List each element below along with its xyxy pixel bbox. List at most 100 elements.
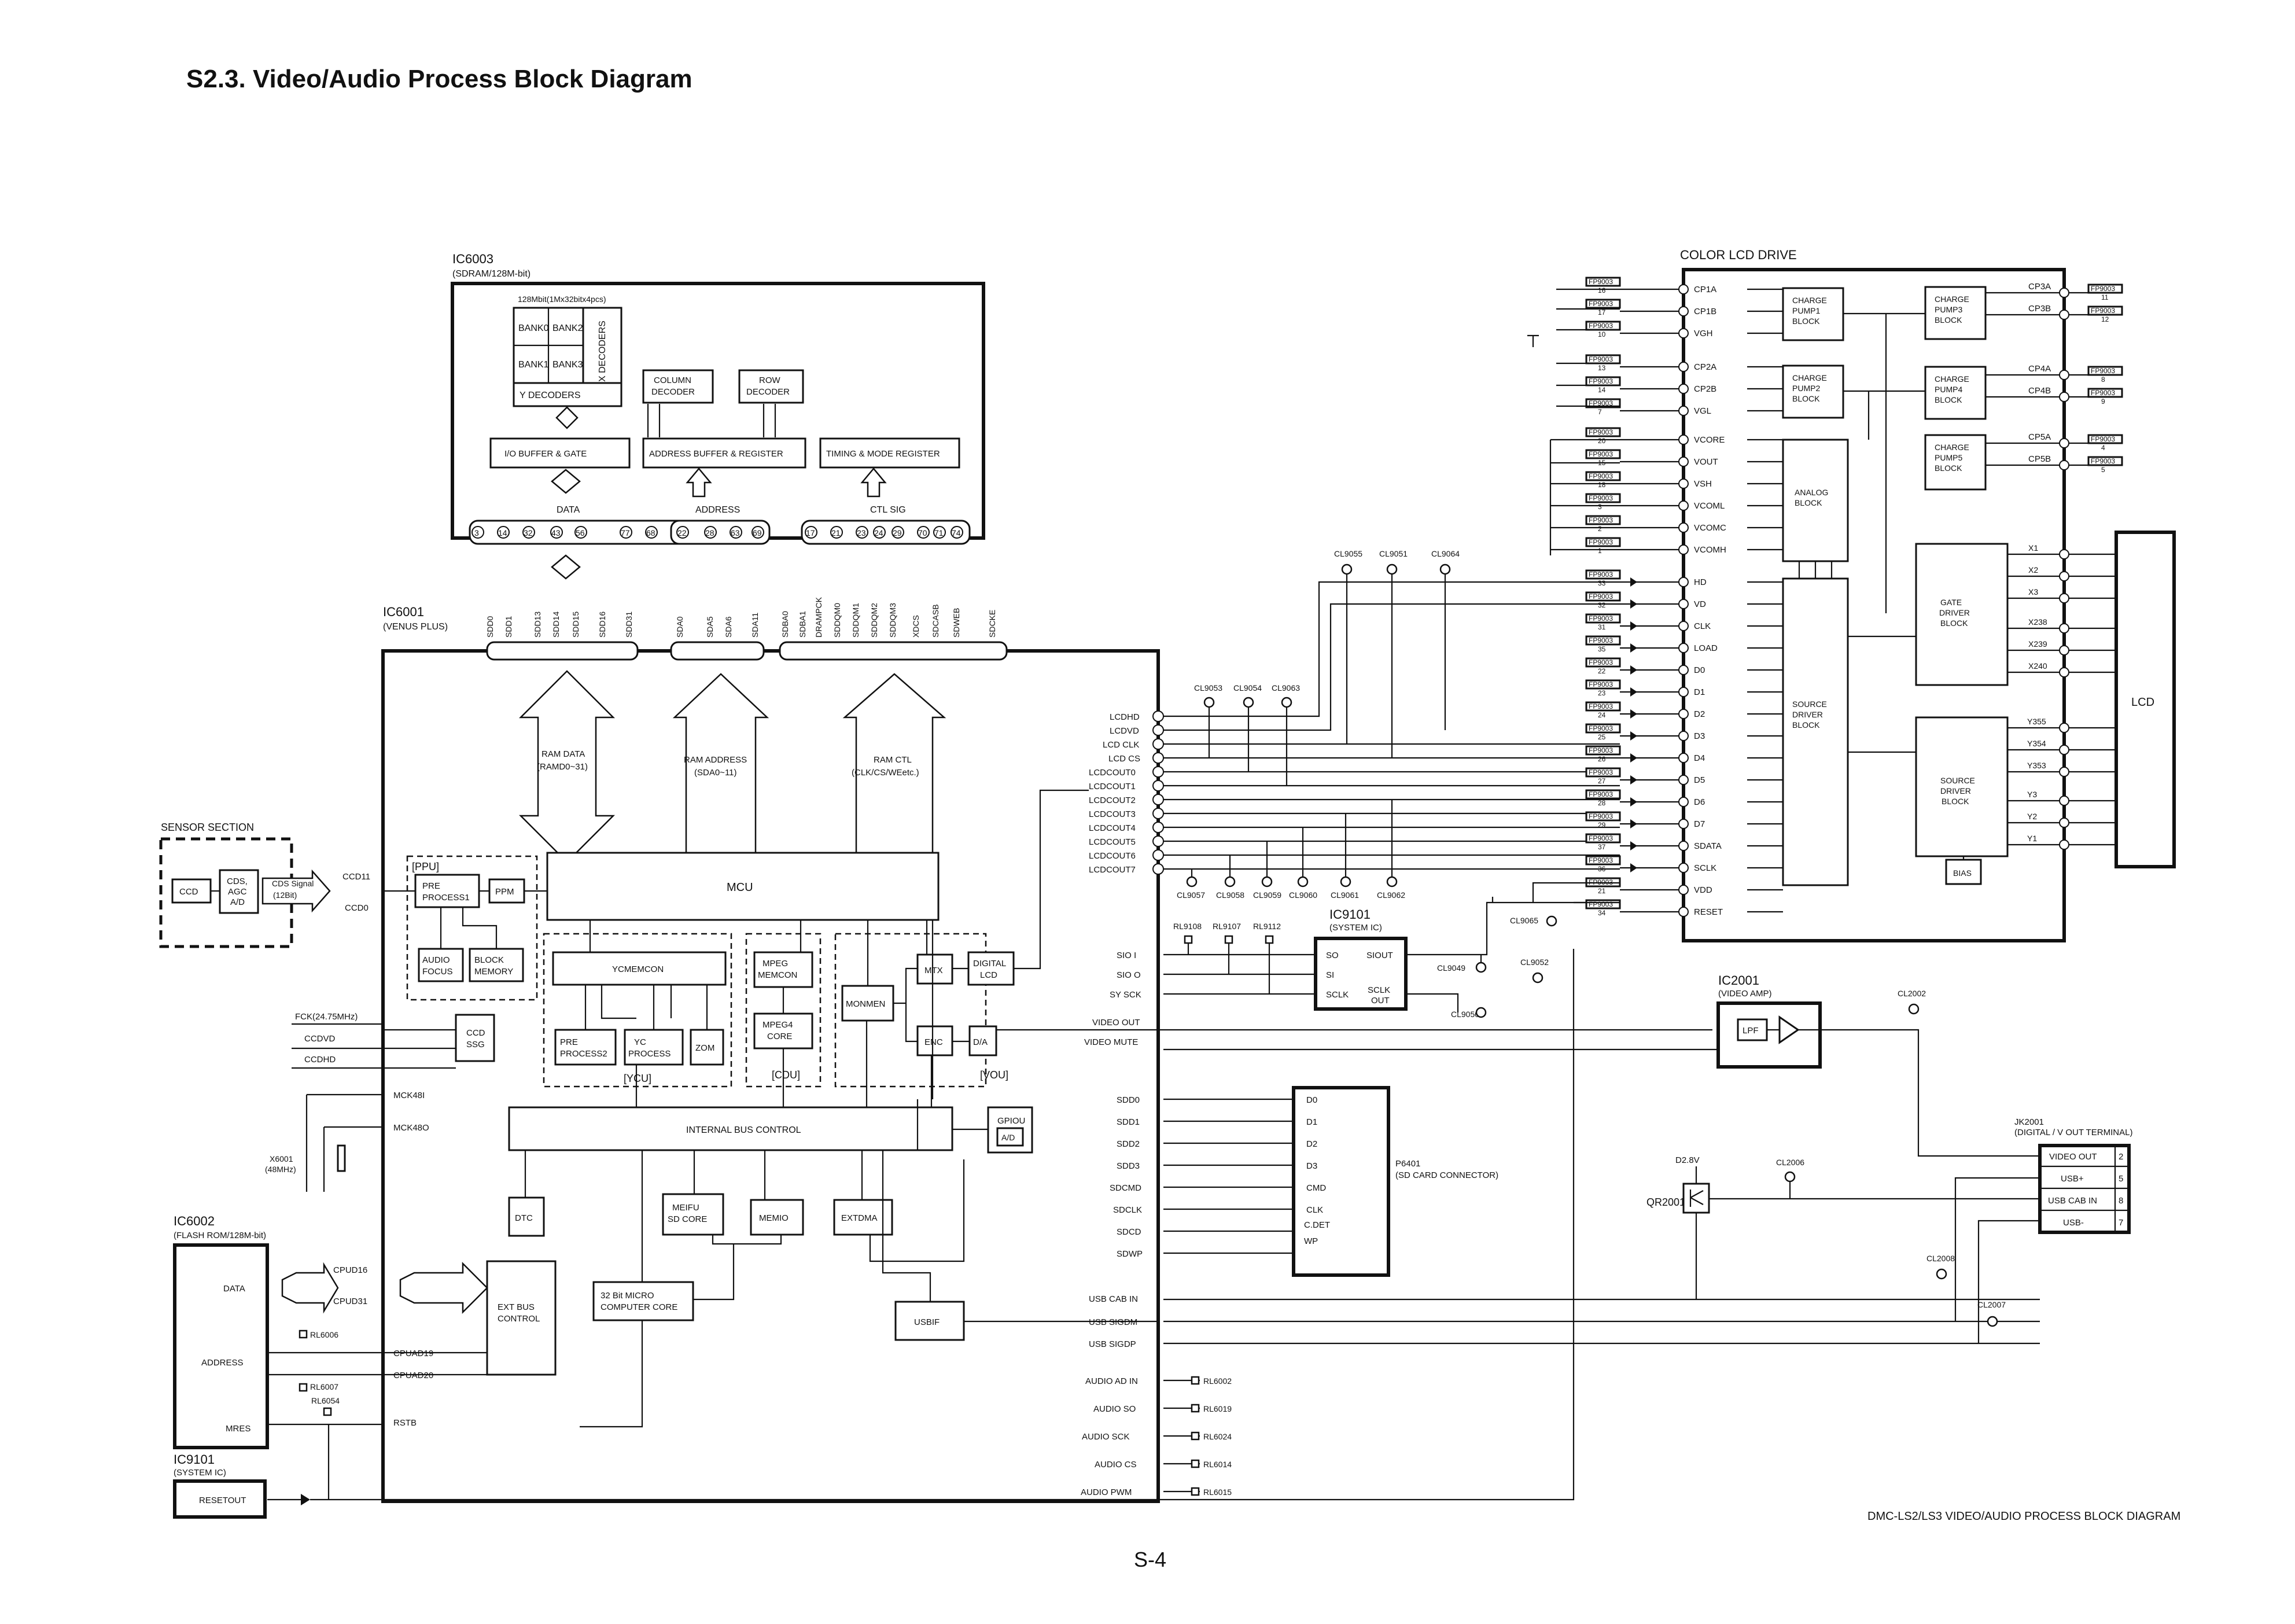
fp-pin-number: 5 <box>2101 466 2105 474</box>
gpiou: GPIOU <box>997 1116 1025 1126</box>
fp9003-label: FP9003 <box>1589 592 1613 601</box>
ppm: PPM <box>495 887 514 897</box>
svg-text:CL9052: CL9052 <box>1520 958 1549 967</box>
svg-text:SDD31: SDD31 <box>624 612 633 638</box>
fp-pin-number: 12 <box>2101 315 2109 323</box>
lcd-drive-signal: CLK <box>1694 621 1711 631</box>
lcd-drive-signal: D2 <box>1694 709 1705 719</box>
mpeg-memcon: MPEG <box>762 959 788 968</box>
fp9003-label: FP9003 <box>1589 428 1613 436</box>
ccdhd-signal: CCDHD <box>304 1055 336 1065</box>
svg-text:CL9050: CL9050 <box>1451 1010 1479 1019</box>
source-driver-block-2: SOURCE <box>1940 776 1975 785</box>
svg-text:PUMP5: PUMP5 <box>1935 453 1962 462</box>
fp9003-label: FP9003 <box>1589 724 1613 732</box>
svg-text:RL6054: RL6054 <box>311 1396 340 1405</box>
svg-text:7: 7 <box>2119 1218 2123 1228</box>
sclk-out-pin: SCLK <box>1368 985 1390 995</box>
fp-pin-number: 16 <box>1598 286 1606 294</box>
fp-pin-number: 28 <box>1598 799 1606 807</box>
bank3: BANK3 <box>552 360 583 370</box>
y-decoders: Y DECODERS <box>520 391 581 400</box>
fp-pin-number: 2 <box>1598 525 1602 533</box>
source-output-pin <box>2059 723 2069 733</box>
fp-pin-number: 26 <box>1598 755 1606 763</box>
svg-text:BLOCK: BLOCK <box>1935 395 1962 404</box>
ic6001-top-signals: SDD0 SDD1 SDD13 SDD14 SDD15 SDD16 SDD31 … <box>485 596 997 638</box>
cp-output-pin <box>2059 288 2069 298</box>
ram-data-sub: (RAMD0~31) <box>537 762 588 772</box>
svg-text:CL9063: CL9063 <box>1272 683 1300 693</box>
fp9003-label: FP9003 <box>1589 702 1613 710</box>
fp-pin-number: 21 <box>1598 887 1606 895</box>
lcd-drive-pin <box>1678 819 1689 829</box>
svg-text:23: 23 <box>857 528 866 537</box>
lcd-drive-signal: CP2B <box>1694 384 1716 394</box>
source-output-label: Y3 <box>2027 790 2037 799</box>
lcd-drive-pin <box>1678 522 1689 533</box>
svg-text:BLOCK: BLOCK <box>1942 797 1969 806</box>
sensor-section: SENSOR SECTION CCD CDS, AGC A/D CDS Sign… <box>159 822 331 948</box>
svg-text:CL9049: CL9049 <box>1437 963 1465 973</box>
svg-text:24: 24 <box>874 528 883 537</box>
jk2001-desc: (DIGITAL / V OUT TERMINAL) <box>2014 1128 2132 1137</box>
svg-text:RL6014: RL6014 <box>1203 1460 1232 1469</box>
ic6002-name: IC6002 <box>174 1214 215 1228</box>
sio-signals: SIO I SIO O SY SCK <box>1110 951 1141 1000</box>
ccd-sensor: CCD <box>179 887 198 897</box>
fp9003-label: FP9003 <box>1589 538 1613 546</box>
svg-text:SDD13: SDD13 <box>533 612 542 638</box>
svg-text:PROCESS1: PROCESS1 <box>422 893 470 903</box>
svg-text:CL9064: CL9064 <box>1431 549 1460 558</box>
fp9003-label: FP9003 <box>1589 570 1613 579</box>
fp-pin-number: 29 <box>1598 821 1606 829</box>
svg-text:(12Bit): (12Bit) <box>273 890 297 900</box>
lcd-drive-signal: D5 <box>1694 775 1705 785</box>
svg-text:CL9055: CL9055 <box>1334 549 1362 558</box>
flash-data-label: DATA <box>223 1284 245 1294</box>
svg-text:CL2002: CL2002 <box>1898 989 1926 998</box>
lcd-drive-signal: SCLK <box>1694 863 1716 873</box>
cds-signal: CDS Signal <box>272 879 314 888</box>
zom: ZOM <box>695 1043 714 1053</box>
lcd-drive-title: COLOR LCD DRIVE <box>1680 248 1797 262</box>
vou-label: [VOU] <box>980 1069 1008 1081</box>
fp9003-connector <box>1585 427 1621 437</box>
svg-text:CL9061: CL9061 <box>1331 890 1359 900</box>
gate-output-label: X239 <box>2028 639 2047 649</box>
lcd-drive-pin <box>1678 599 1689 609</box>
svg-text:CLK: CLK <box>1306 1205 1323 1215</box>
ic6003-name: IC6003 <box>452 252 493 266</box>
lcd-panel: LCD <box>2131 696 2154 709</box>
lcd-drive-signal: RESET <box>1694 907 1723 917</box>
fp9003-label: FP9003 <box>1589 768 1613 776</box>
qr2001: QR2001 D2.8V <box>1646 1155 1955 1299</box>
lcd-drive-signal: VCOMC <box>1694 523 1726 533</box>
lcd-drive-signal: VCOMH <box>1694 545 1726 555</box>
svg-text:CL9057: CL9057 <box>1177 890 1205 900</box>
svg-text:PUMP4: PUMP4 <box>1935 385 1962 394</box>
lcd-drive-pin <box>1678 841 1689 851</box>
ccd0: CCD0 <box>345 903 369 913</box>
svg-text:SIO O: SIO O <box>1117 970 1141 980</box>
svg-text:MEMCON: MEMCON <box>758 970 797 980</box>
lcd-drive-pin <box>1678 665 1689 675</box>
svg-text:SDD15: SDD15 <box>571 612 580 638</box>
ccd-ssg: CCD <box>466 1028 485 1038</box>
charge-pump2: CHARGE <box>1792 373 1827 382</box>
svg-text:AUDIO PWM: AUDIO PWM <box>1081 1487 1132 1497</box>
svg-text:SDCD: SDCD <box>1117 1227 1141 1237</box>
svg-text:SDD3: SDD3 <box>1117 1161 1140 1171</box>
svg-text:CL2006: CL2006 <box>1776 1158 1804 1167</box>
charge-pump4: CHARGE <box>1935 374 1969 384</box>
ic9101-desc: (SYSTEM IC) <box>1329 923 1382 933</box>
fck-signal: FCK(24.75MHz) <box>295 1012 358 1022</box>
analog-block: ANALOG <box>1795 488 1828 497</box>
mcu-block <box>546 852 940 921</box>
gate-output-label: X3 <box>2028 587 2038 596</box>
svg-text:LCDCOUT3: LCDCOUT3 <box>1089 809 1136 819</box>
p6401-name: P6401 <box>1395 1159 1420 1169</box>
fp9003-connector <box>1585 277 1621 287</box>
cp-output-pin <box>2059 392 2069 402</box>
cpud16: CPUD16 <box>333 1265 367 1275</box>
